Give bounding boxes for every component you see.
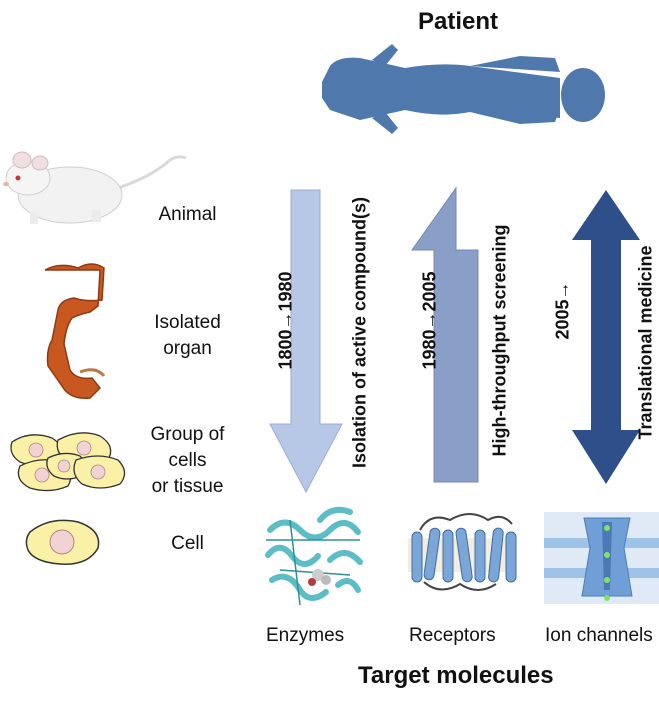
level-label-animal: Animal	[158, 204, 217, 225]
target-molecules-title: Target molecules	[358, 662, 554, 689]
patient-title: Patient	[418, 8, 499, 35]
level-label-group-of-cells: Group of cells or tissue	[150, 424, 225, 497]
level-label-isolated-organ: Isolated organ	[154, 312, 221, 359]
molecule-label-ion-channels: Ion channels	[545, 625, 653, 646]
level-label-cell: Cell	[171, 533, 204, 554]
molecule-label-enzymes: Enzymes	[266, 625, 345, 646]
molecule-label-receptors: Receptors	[409, 625, 496, 646]
